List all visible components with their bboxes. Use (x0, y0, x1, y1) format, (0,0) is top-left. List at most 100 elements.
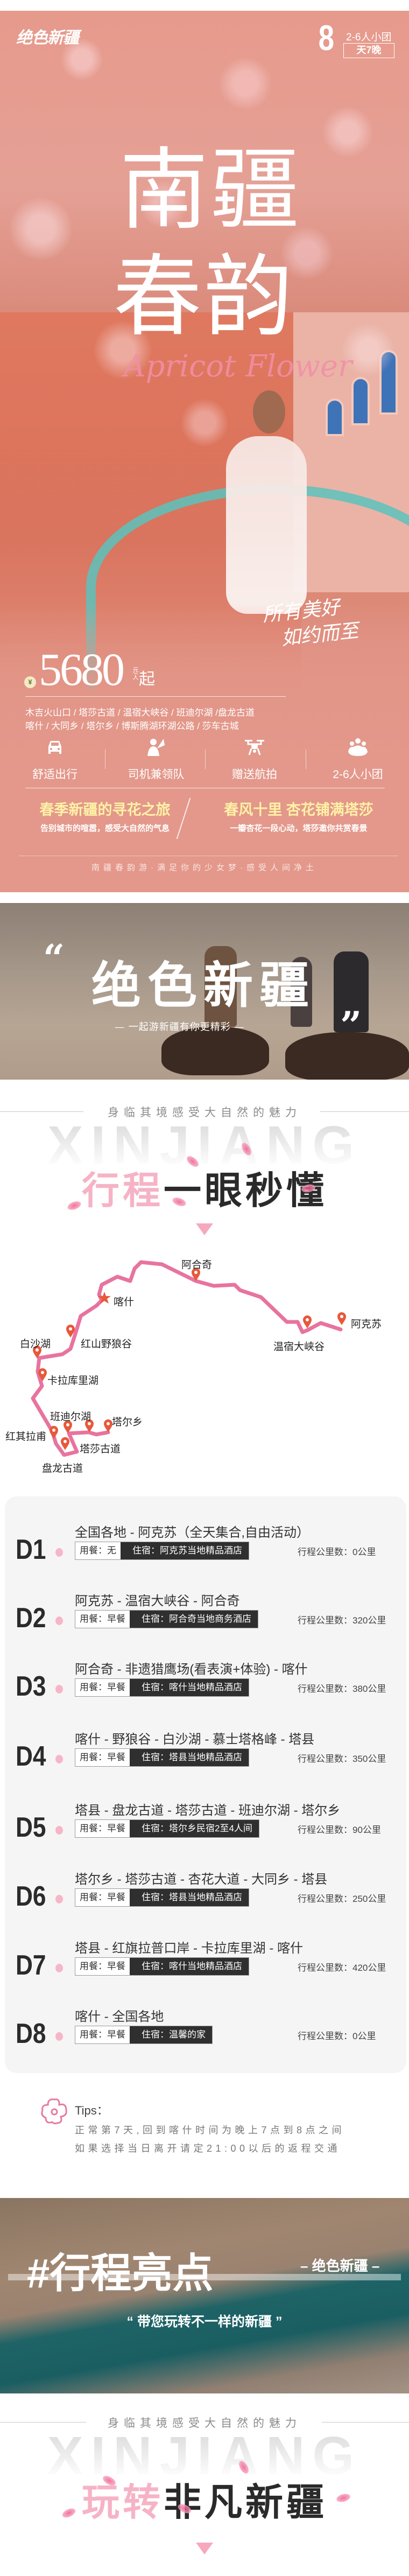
map-label: 红山野狼谷 (81, 1339, 132, 1350)
meal-info: 用餐：早餐 (80, 1961, 125, 1971)
map-pin-dot (340, 1315, 343, 1318)
window-arch (326, 398, 344, 436)
map-label: 阿克苏 (351, 1319, 382, 1330)
meal-info: 用餐：早餐 (80, 1892, 125, 1902)
feature-comfort: 舒适出行 (4, 737, 106, 782)
distance-info: 行程公里数：420公里 (298, 1963, 386, 1973)
distance-info: 行程公里数：0公里 (298, 2031, 376, 2041)
map-pin-icon (38, 1368, 47, 1381)
hotel-info: 住宿：喀什当地精品酒店 (130, 1958, 249, 1975)
hero-footer: 南疆春韵游·满足你的少女梦·感受人间净土 (91, 863, 318, 872)
day-info-pill: 用餐：早餐 住宿：温馨的家 (75, 2026, 213, 2044)
window-arch (379, 350, 398, 415)
section-title: 行程一眼秒懂 (0, 1172, 409, 1209)
dot-icon (55, 2032, 63, 2041)
rider (204, 946, 237, 1027)
day-info-pill: 用餐：早餐 住宿：塔尔乡民宿2至4人间 (75, 1819, 259, 1838)
quote-open: “ (43, 936, 65, 981)
meal-info: 用餐：早餐 (80, 1752, 125, 1762)
map-pin-dot (107, 1422, 110, 1425)
day-title: 塔尔乡 - 塔莎古道 - 杏花大道 - 大同乡 - 塔县 (75, 1872, 328, 1887)
map-pin-icon (303, 1315, 312, 1328)
hero-title-line1: 南疆 (119, 142, 301, 240)
section-title-pink: 玩转 (82, 2481, 164, 2523)
eagle-hunters-photo (0, 903, 409, 1080)
section-title-dark: 非凡新疆 (164, 2481, 327, 2523)
rider (334, 951, 369, 1032)
map-pin-icon (50, 1426, 58, 1439)
down-arrow-icon (196, 2543, 213, 2554)
down-arrow-icon (196, 1223, 213, 1235)
day-info-pill: 用餐：早餐 住宿：喀什当地精品酒店 (75, 1957, 249, 1976)
map-pin-dot (52, 1429, 55, 1432)
feature-drone: 赠送航拍 (203, 737, 306, 782)
hotel-info: 住宿：塔县当地精品酒店 (130, 1889, 249, 1906)
day-row: D6 塔尔乡 - 塔莎古道 - 杏花大道 - 大同乡 - 塔县 用餐：早餐 住宿… (5, 1868, 406, 1922)
map-pin-icon (337, 1312, 346, 1325)
dot-icon (55, 1685, 63, 1693)
day-number: D3 (16, 1671, 46, 1702)
map-pin-icon (33, 1346, 41, 1359)
rider (291, 957, 312, 1027)
divider (25, 696, 286, 697)
map-pin-icon (85, 1419, 94, 1432)
divider (0, 1111, 83, 1112)
map-label: 班迪尔湖 (50, 1411, 91, 1423)
slogan-sub: 一瓣杏花一段心动，塔莎邀你共赏春景 (230, 824, 368, 833)
price-amount: 5680 (39, 643, 125, 695)
hotel-info: 住宿：阿克苏当地精品酒店 (121, 1542, 249, 1559)
map-pin-dot (194, 1271, 198, 1274)
slogan-title: 春季新疆的寻花之旅 (39, 802, 171, 818)
section-title-pink: 行程 (82, 1170, 164, 1212)
ghost-text: XINJIANG (0, 2433, 409, 2479)
model-dress (226, 436, 307, 614)
window-arch (351, 377, 370, 425)
price-unit: 元/人 (132, 667, 138, 681)
day-row: D8 喀什 - 全国各地 用餐：早餐 住宿：温馨的家 行程公里数：0公里 (5, 2006, 406, 2060)
day-row: D3 阿合奇 - 非遗猎鹰场(看表演+体验) - 喀什 用餐：早餐 住宿：喀什当… (5, 1658, 406, 1712)
hero-title-line2: 春韵 (113, 248, 295, 347)
map-label: 喀什 (114, 1297, 135, 1308)
slogan-title: 春风十里 杏花铺满塔莎 (224, 802, 373, 818)
horse (285, 1032, 409, 1080)
nights-badge: 天7晚 (343, 43, 394, 58)
day-row: D1 全国各地 - 阿克苏（全天集合,自由活动） 用餐：无 住宿：阿克苏当地精品… (5, 1522, 406, 1576)
day-info-pill: 用餐：早餐 住宿：喀什当地精品酒店 (75, 1678, 249, 1697)
price-suffix: 起 (139, 670, 155, 688)
slogan-right: 春风十里 杏花铺满塔莎 一瓣杏花一段心动，塔莎邀你共赏春景 (210, 798, 387, 834)
group-icon (348, 738, 368, 756)
day-row: D4 喀什 - 野狼谷 - 白沙湖 - 慕士塔格峰 - 塔县 用餐：早餐 住宿：… (5, 1728, 406, 1782)
divider (322, 2422, 409, 2423)
map-pins (33, 1268, 346, 1450)
dot-icon (55, 1895, 63, 1903)
day-title: 塔县 - 红旗拉普口岸 - 卡拉库里湖 - 喀什 (75, 1941, 303, 1956)
guide-flag-icon (147, 739, 165, 756)
feature-label: 司机兼领队 (128, 768, 185, 781)
section-title-dark: 一眼秒懂 (164, 1170, 327, 1212)
tips-line: 如果选择当日离开请定21:00以后的返程交通 (75, 2143, 341, 2154)
map-pin-icon (192, 1268, 200, 1281)
day-title: 阿克苏 - 温宿大峡谷 - 阿合奇 (75, 1594, 240, 1608)
highlights-title: #行程亮点 (27, 2251, 214, 2297)
hotel-info: 住宿：喀什当地精品酒店 (130, 1679, 249, 1696)
ghost-text: XINJIANG (0, 1122, 409, 1168)
divider (0, 2422, 86, 2423)
script-text: Apricot Flower (124, 349, 352, 384)
map-label: 白沙湖 (20, 1339, 51, 1350)
group-size: 2-6人小团 (346, 32, 392, 43)
feature-guide: 司机兼领队 (105, 737, 207, 782)
day-title: 阿合奇 - 非遗猎鹰场(看表演+体验) - 喀什 (75, 1662, 308, 1677)
distance-info: 行程公里数：380公里 (298, 1684, 386, 1694)
day-number: D8 (16, 2018, 46, 2049)
hero-photo (0, 11, 409, 892)
blossom-overlay (0, 11, 409, 495)
brand-logo: 绝色新疆 (16, 29, 79, 47)
map-pin-dot (306, 1318, 309, 1321)
day-number: D4 (16, 1741, 46, 1772)
banner-subtitle: — 一起游新疆有你更精彩 — (115, 1021, 245, 1033)
map-pin-icon (61, 1437, 69, 1450)
map-label: 塔莎古道 (80, 1444, 121, 1455)
hotel-info: 住宿：塔县当地精品酒店 (130, 1749, 249, 1766)
quote-close: ” (340, 1003, 362, 1048)
